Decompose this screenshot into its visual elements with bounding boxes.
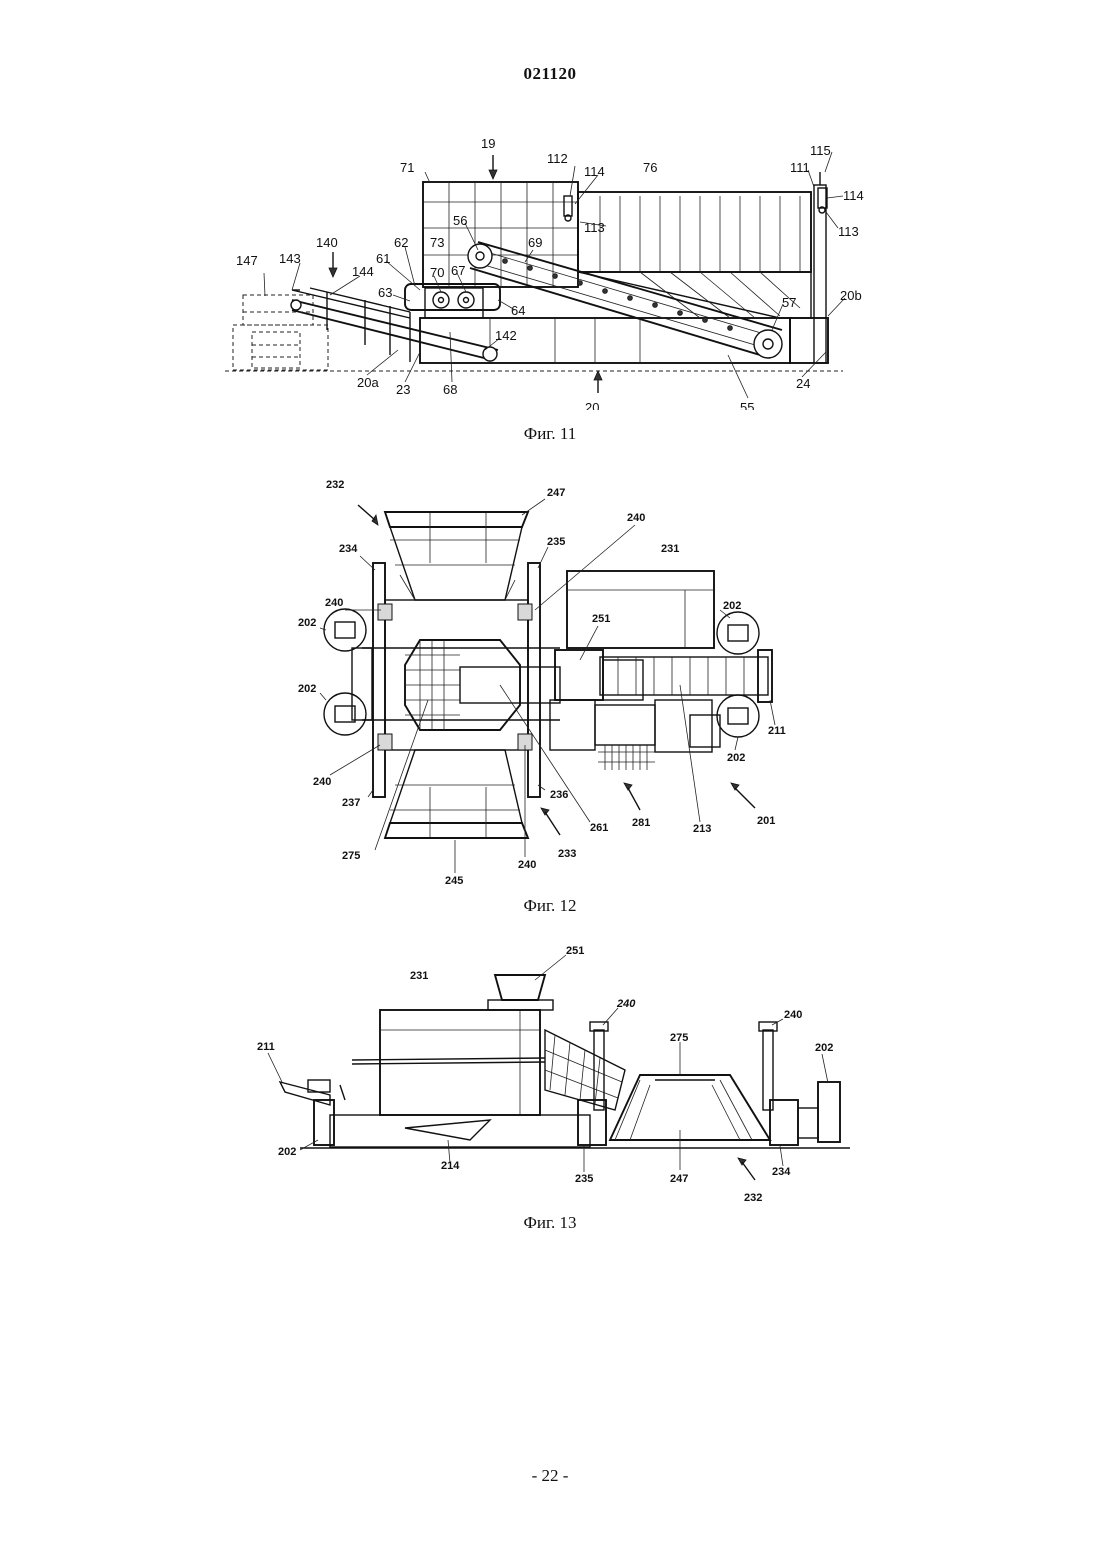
figure-13-caption: Фиг. 13 — [0, 1213, 1100, 1233]
ref-231: 231 — [661, 543, 679, 555]
central-drum — [405, 640, 560, 730]
ref-202-top-right: 202 — [723, 600, 741, 612]
ref-140: 140 — [316, 235, 338, 250]
ref-19: 19 — [481, 136, 495, 151]
ref-202-left: 202 — [278, 1146, 296, 1158]
ref-76: 76 — [643, 160, 657, 175]
ref-61: 61 — [376, 251, 390, 266]
ref-240-left: 240 — [325, 597, 343, 609]
ref-67: 67 — [451, 263, 465, 278]
ref-281: 281 — [632, 817, 650, 829]
ref-57: 57 — [782, 295, 796, 310]
ref-231: 231 — [410, 970, 428, 982]
ref-245: 245 — [445, 875, 463, 887]
ref-114-right: 114 — [843, 188, 864, 203]
ref-251: 251 — [566, 945, 584, 957]
ref-240-top: 240 — [627, 512, 645, 524]
figure-13-drawing: 251 240 240 231 275 202 211 202 214 235 … — [0, 935, 1100, 1205]
ref-240-bottom: 240 — [518, 859, 536, 871]
ref-111: 111 — [790, 160, 810, 175]
document-number: 021120 — [0, 64, 1100, 84]
figure-11-caption: Фиг. 11 — [0, 424, 1100, 444]
ref-73: 73 — [430, 235, 444, 250]
ref-142: 142 — [495, 328, 517, 343]
ref-240-bottom-left: 240 — [313, 776, 331, 788]
figure-12-drawing: 232 247 240 234 235 231 240 251 202 202 … — [0, 470, 1100, 890]
ref-232: 232 — [326, 479, 344, 491]
ref-214: 214 — [441, 1160, 460, 1172]
ref-275: 275 — [670, 1032, 688, 1044]
ref-202-bottom-right: 202 — [727, 752, 745, 764]
drum-body — [610, 1075, 770, 1140]
ref-240-right: 240 — [784, 1009, 802, 1021]
discharge-conveyor — [600, 650, 772, 702]
figure-12-caption: Фиг. 12 — [0, 896, 1100, 916]
ref-112: 112 — [547, 151, 568, 166]
ref-201: 201 — [757, 815, 775, 827]
mesh-conveyor — [545, 1030, 625, 1110]
ref-251: 251 — [592, 613, 610, 625]
ref-20b: 20b — [840, 288, 862, 303]
ref-68: 68 — [443, 382, 457, 397]
figure-11-drawing: 19 112 114 76 115 111 114 113 113 71 56 … — [0, 130, 1100, 410]
ref-240-left: 240 — [616, 998, 636, 1010]
ref-202-bottom-left: 202 — [298, 683, 316, 695]
ref-235: 235 — [575, 1173, 593, 1185]
ref-202-right: 202 — [815, 1042, 833, 1054]
ref-261: 261 — [590, 822, 608, 834]
ref-64: 64 — [511, 303, 525, 318]
ref-63: 63 — [378, 285, 392, 300]
ref-70: 70 — [430, 265, 444, 280]
ref-23: 23 — [396, 382, 410, 397]
ref-69: 69 — [528, 235, 542, 250]
ref-114-left: 114 — [584, 164, 605, 179]
ref-202-top-left: 202 — [298, 617, 316, 629]
ref-20: 20 — [585, 400, 599, 410]
ref-232: 232 — [744, 1192, 762, 1204]
ref-20a: 20a — [357, 375, 379, 390]
ref-62: 62 — [394, 235, 408, 250]
ref-235: 235 — [547, 536, 565, 548]
ref-56: 56 — [453, 213, 467, 228]
ref-237: 237 — [342, 797, 360, 809]
ref-234: 234 — [772, 1166, 791, 1178]
ref-233: 233 — [558, 848, 576, 860]
ref-143: 143 — [279, 251, 301, 266]
ref-113-left: 113 — [584, 220, 605, 235]
ref-55: 55 — [740, 400, 754, 410]
page-number: - 22 - — [0, 1466, 1100, 1486]
ref-144: 144 — [352, 264, 374, 279]
ref-213: 213 — [693, 823, 711, 835]
ref-275: 275 — [342, 850, 360, 862]
ref-24: 24 — [796, 376, 810, 391]
ref-234: 234 — [339, 543, 358, 555]
ref-211: 211 — [257, 1041, 275, 1053]
ref-211: 211 — [768, 725, 786, 737]
ref-236: 236 — [550, 789, 568, 801]
ref-147: 147 — [236, 253, 258, 268]
ref-115: 115 — [810, 143, 831, 158]
ref-113-right: 113 — [838, 224, 859, 239]
ref-247: 247 — [547, 487, 565, 499]
ref-247: 247 — [670, 1173, 688, 1185]
ref-71: 71 — [400, 160, 414, 175]
